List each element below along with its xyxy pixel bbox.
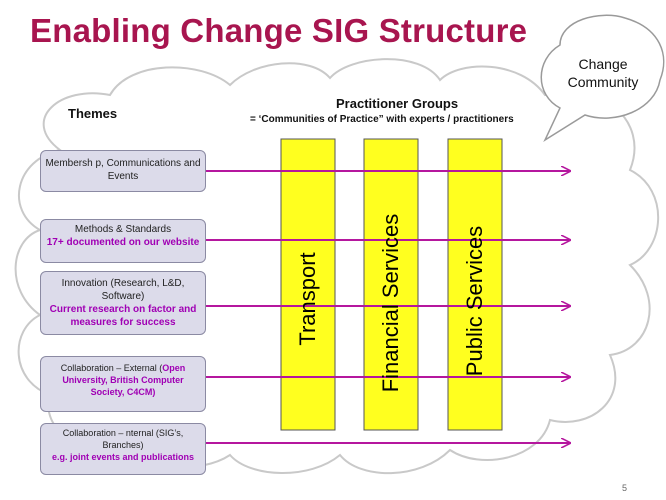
- column-label-transport: Transport: [295, 252, 320, 346]
- theme-box-innovation: Innovation (Research, L&D, Software) Cur…: [40, 271, 206, 335]
- column-financial-services: [363, 138, 419, 431]
- column-label-public-services: Public Services: [462, 225, 487, 377]
- theme-box-methods: Methods & Standards 17+ documented on ou…: [40, 219, 206, 263]
- theme-box-membership: Membersh p, Communications and Events: [40, 150, 206, 192]
- theme-text: Membersh p, Communications and Events: [45, 158, 201, 182]
- callout-bubble: [540, 14, 665, 142]
- theme-text: Collaboration – nternal (SIG’s, Branches…: [62, 428, 184, 450]
- theme-highlight: Current research on factor and measures …: [49, 304, 197, 328]
- practitioner-groups-heading: Practitioner Groups: [336, 96, 459, 111]
- theme-highlight: Open University, British Computer Societ…: [62, 363, 186, 397]
- callout-text: Change Community: [548, 55, 658, 91]
- themes-heading: Themes: [68, 106, 118, 121]
- column-transport: [280, 138, 336, 431]
- callout-line-1: Change: [578, 56, 628, 72]
- theme-box-collab-external: Collaboration – External (Open Universit…: [40, 356, 206, 412]
- column-label-financial-services: Financial Services: [378, 213, 403, 393]
- practitioner-groups-subheading: = ‘Communities of Practice” with experts…: [250, 114, 514, 125]
- theme-text: Collaboration – External (: [60, 363, 163, 373]
- column-public-services: [447, 138, 503, 431]
- theme-highlight: 17+ documented on our website: [46, 237, 200, 248]
- theme-text: Methods & Standards: [74, 224, 172, 235]
- callout-line-2: Community: [567, 74, 639, 90]
- theme-box-collab-internal: Collaboration – nternal (SIG’s, Branches…: [40, 423, 206, 475]
- theme-text: Innovation (Research, L&D, Software): [61, 278, 185, 302]
- page-number: 5: [622, 483, 628, 493]
- slide-title: Enabling Change SIG Structure: [30, 12, 528, 49]
- theme-highlight: e.g. joint events and publications: [51, 452, 195, 462]
